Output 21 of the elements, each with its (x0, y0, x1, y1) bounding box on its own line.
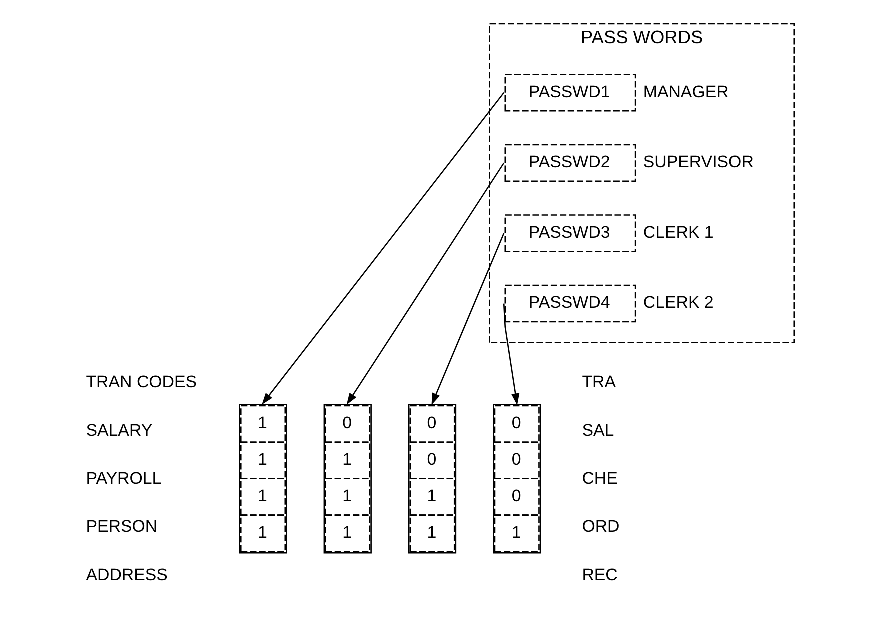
label: TRA (582, 372, 616, 392)
label: ADDRESS (86, 565, 168, 584)
label: REC (582, 565, 618, 584)
label: TRAN CODES (86, 372, 198, 392)
arrow (346, 162, 505, 406)
label: CHE (582, 468, 618, 488)
node-label: CLERK 1 (643, 222, 714, 242)
label: SALARY (86, 420, 153, 440)
node-label: SUPERVISOR (643, 152, 754, 172)
arrow (503, 304, 520, 406)
arrow (432, 233, 505, 406)
node-label: MANAGER (643, 82, 729, 102)
label: SAL (582, 420, 614, 440)
node-box: PASSWD3 (504, 214, 636, 252)
node-box: PASSWD4 (504, 284, 636, 323)
node-box: PASSWD2 (504, 144, 636, 182)
node-box: PASSWD1 (504, 74, 636, 112)
label: PAYROLL (86, 468, 162, 488)
node-label: CLERK 2 (643, 293, 714, 312)
label: PERSON (86, 517, 158, 536)
label: ORD (582, 517, 620, 536)
